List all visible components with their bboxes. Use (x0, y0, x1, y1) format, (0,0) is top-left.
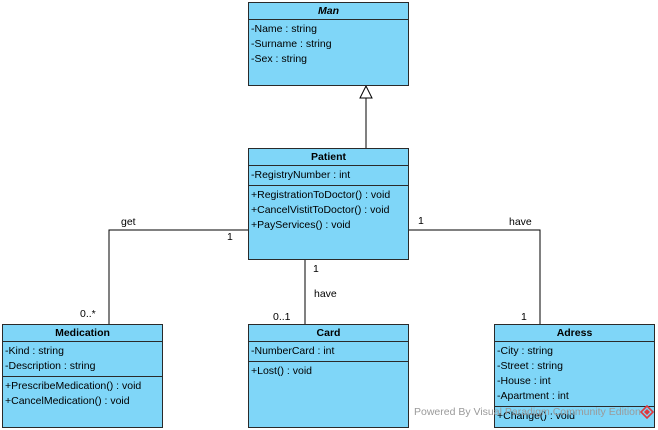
operation: +CancelVistitToDoctor() : void (251, 204, 390, 216)
operation: +PayServices() : void (251, 219, 351, 231)
association-medication-label: get (121, 216, 136, 228)
operation: +RegistrationToDoctor() : void (251, 189, 391, 201)
multiplicity-patient-card: 1 (313, 263, 319, 275)
attribute: -Street : string (497, 360, 563, 372)
attribute: -Kind : string (5, 345, 64, 357)
attribute: -House : int (497, 375, 551, 387)
class-medication-operations: +PrescribeMedication() : void +CancelMed… (3, 377, 162, 411)
operation: +Change() : void (497, 410, 575, 422)
association-card-label: have (314, 288, 337, 300)
class-card-name: Card (249, 325, 408, 342)
class-patient-operations: +RegistrationToDoctor() : void +CancelVi… (249, 186, 408, 235)
class-adress-attributes: -City : string -Street : string -House :… (495, 342, 654, 407)
attribute: -Surname : string (251, 38, 332, 50)
class-medication[interactable]: Medication -Kind : string -Description :… (2, 324, 163, 428)
operation: +PrescribeMedication() : void (5, 380, 142, 392)
class-adress[interactable]: Adress -City : string -Street : string -… (494, 324, 655, 428)
class-card-attributes: -NumberCard : int (249, 342, 408, 362)
class-man-attributes: -Name : string -Surname : string -Sex : … (249, 20, 408, 69)
association-medication-line (108, 229, 248, 324)
attribute: -Name : string (251, 23, 317, 35)
visual-paradigm-logo-icon (640, 405, 654, 419)
class-medication-name: Medication (3, 325, 162, 342)
multiplicity-patient-adress: 1 (418, 215, 424, 227)
attribute: -Sex : string (251, 53, 308, 65)
class-man-name: Man (249, 3, 408, 20)
class-medication-attributes: -Kind : string -Description : string (3, 342, 162, 377)
class-adress-operations: +Change() : void (495, 407, 654, 426)
operation: +CancelMedication() : void (5, 395, 130, 407)
multiplicity-card: 0..1 (273, 311, 291, 323)
multiplicity-adress: 1 (521, 311, 527, 323)
attribute: -Description : string (5, 360, 96, 372)
multiplicity-medication: 0..* (80, 308, 96, 320)
class-adress-name: Adress (495, 325, 654, 342)
operation: +Lost() : void (251, 365, 312, 377)
multiplicity-patient-medication: 1 (227, 231, 233, 243)
class-man[interactable]: Man -Name : string -Surname : string -Se… (248, 2, 409, 86)
attribute: -City : string (497, 345, 554, 357)
association-adress-line (408, 229, 541, 324)
attribute: -NumberCard : int (251, 345, 335, 357)
class-card[interactable]: Card -NumberCard : int +Lost() : void (248, 324, 409, 428)
attribute: -RegistryNumber : int (251, 169, 351, 181)
class-patient[interactable]: Patient -RegistryNumber : int +Registrat… (248, 148, 409, 260)
generalization-arrowhead (359, 84, 373, 99)
attribute: -Apartment : int (497, 390, 569, 402)
watermark-text: Powered By Visual Paradigm Community Edi… (414, 406, 641, 418)
class-patient-attributes: -RegistryNumber : int (249, 166, 408, 186)
association-adress-label: have (509, 216, 532, 228)
class-patient-name: Patient (249, 149, 408, 166)
class-card-operations: +Lost() : void (249, 362, 408, 381)
